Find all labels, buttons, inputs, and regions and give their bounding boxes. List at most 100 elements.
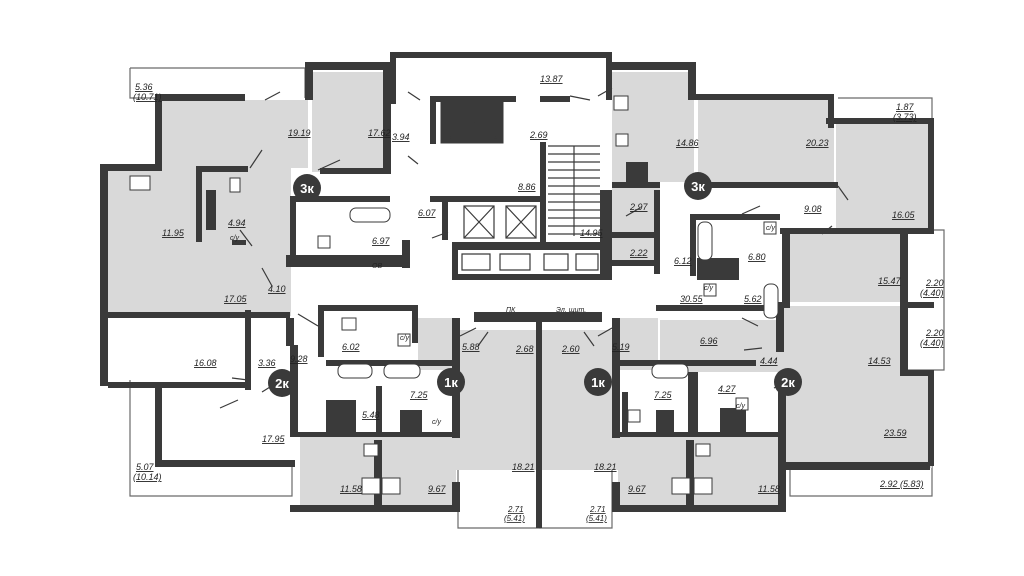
toilet-icon xyxy=(763,221,777,235)
bathroom-label: с/у xyxy=(432,419,441,426)
apartment-tag-label: 2к xyxy=(781,375,795,390)
area-label: 14.53 xyxy=(868,356,891,366)
room-3k-left-bedroom xyxy=(312,72,388,172)
area-label: (3.73) xyxy=(893,112,917,122)
toilet-icon xyxy=(703,283,717,297)
area-labels: 5.36 (10.71) 19.19 17.62 3.94 13.87 2.69… xyxy=(133,74,944,523)
area-label: 4.94 xyxy=(228,218,246,228)
area-label: 14.95 xyxy=(580,228,604,238)
area-label: 11.95 xyxy=(162,228,185,238)
area-label: 1.87 xyxy=(896,102,915,112)
area-label: 5.19 xyxy=(612,342,630,352)
area-label: 11.58 xyxy=(340,484,362,494)
stove-icon xyxy=(671,477,691,495)
area-label: 6.80 xyxy=(748,252,766,262)
stove-icon xyxy=(693,477,713,495)
sink-icon xyxy=(341,317,357,331)
bathtub-icon xyxy=(697,221,713,261)
area-label: 5.62 xyxy=(744,294,762,304)
apartment-tag-2k-right xyxy=(774,368,802,396)
area-label: 4.44 xyxy=(760,356,778,366)
area-label: 16.05 xyxy=(892,210,916,220)
bathroom-label: с/у xyxy=(230,235,239,242)
area-label: 17.62 xyxy=(368,128,391,138)
bathtub-icon xyxy=(763,283,779,319)
room-3k-right-corner xyxy=(836,118,934,228)
toilet-icon xyxy=(317,235,331,249)
area-label: 15.47 xyxy=(878,276,902,286)
area-label: 9.28 xyxy=(290,354,308,364)
bathroom-label: с/у xyxy=(736,403,745,410)
bathroom-label: с/у xyxy=(704,285,713,292)
area-label: (10.71) xyxy=(133,92,162,102)
area-label: 5.88 xyxy=(462,342,480,352)
area-label: 20.23 xyxy=(805,138,829,148)
toilet-icon xyxy=(397,333,411,347)
area-label: 2.68 xyxy=(515,344,534,354)
area-label: 2.20 xyxy=(925,328,944,338)
stove-icon xyxy=(613,95,629,111)
area-label: 2.71 xyxy=(507,505,524,514)
bathtub-icon xyxy=(349,207,391,223)
room-1k-left-kitchen-b xyxy=(380,435,456,507)
area-label: 30.55 xyxy=(680,294,704,304)
apartment-tag-3k-right xyxy=(684,172,712,200)
area-label: 17.95 xyxy=(262,434,286,444)
toilet-icon xyxy=(615,133,629,147)
room-1k-right-main xyxy=(540,330,618,470)
area-label: 18.21 xyxy=(594,462,617,472)
room-3k-right-bedroom xyxy=(698,98,834,186)
area-label: 3.94 xyxy=(392,132,410,142)
area-label: 5.07 xyxy=(136,462,155,472)
sink-icon xyxy=(695,443,711,457)
area-label: 6.12 xyxy=(674,256,692,266)
apartment-tag-label: 2к xyxy=(275,376,289,391)
area-label: (10.14) xyxy=(133,472,162,482)
room-2k-right-living xyxy=(780,376,932,468)
apartment-tag-1k-left xyxy=(437,368,465,396)
area-label: 5.48 xyxy=(362,410,380,420)
area-label: 3.36 xyxy=(258,358,276,368)
area-label: 7.25 xyxy=(654,390,673,400)
area-label: 9.67 xyxy=(428,484,447,494)
area-label: 4.10 xyxy=(268,284,286,294)
toilet-icon xyxy=(735,397,749,411)
area-label: 19.19 xyxy=(288,128,311,138)
area-label: 9.08 xyxy=(804,204,822,214)
area-label: 17.05 xyxy=(224,294,248,304)
area-label: (5.41) xyxy=(586,514,607,523)
area-label: 2.97 xyxy=(629,202,649,212)
apartment-tag-3k-left xyxy=(293,174,321,202)
apartment-tag-label: 3к xyxy=(691,179,705,194)
area-label: 2.92 (5.83) xyxy=(879,479,924,489)
apartment-tag-label: 1к xyxy=(591,375,605,390)
apartment-tag-label: 1к xyxy=(444,375,458,390)
sink-icon xyxy=(363,443,379,457)
room-2k-right-bedroom xyxy=(780,306,905,376)
area-label: (4.40) xyxy=(920,338,944,348)
misc-labels: ПК Эл. щит. ОВ с/у с/у с/у с/у с/у с/у xyxy=(230,225,775,426)
area-label: 6.07 xyxy=(418,208,437,218)
area-label: 5.36 xyxy=(135,82,153,92)
room-3k-right-kitchen xyxy=(612,72,694,182)
area-label: 13.87 xyxy=(540,74,564,84)
area-label: 4.27 xyxy=(718,384,737,394)
room-3k-left-top xyxy=(160,100,308,168)
area-label: 6.97 xyxy=(372,236,391,246)
apartment-tag-label: 3к xyxy=(300,181,314,196)
toilet-icon xyxy=(627,409,641,423)
area-label: 6.96 xyxy=(700,336,718,346)
room-fills xyxy=(105,72,934,507)
bathroom-label: с/у xyxy=(766,225,775,232)
room-3k-right-living xyxy=(790,230,905,302)
area-label: 9.67 xyxy=(628,484,647,494)
area-label: 6.02 xyxy=(342,342,360,352)
apartment-tag-1k-right xyxy=(584,368,612,396)
room-1k-left-main xyxy=(456,330,540,470)
room-1k-right-kitchen-a xyxy=(618,435,692,507)
bathtub-icon xyxy=(337,363,373,379)
area-label: 2.20 xyxy=(925,278,944,288)
area-label: 2.22 xyxy=(629,248,648,258)
bathroom-label: с/у xyxy=(400,335,409,342)
